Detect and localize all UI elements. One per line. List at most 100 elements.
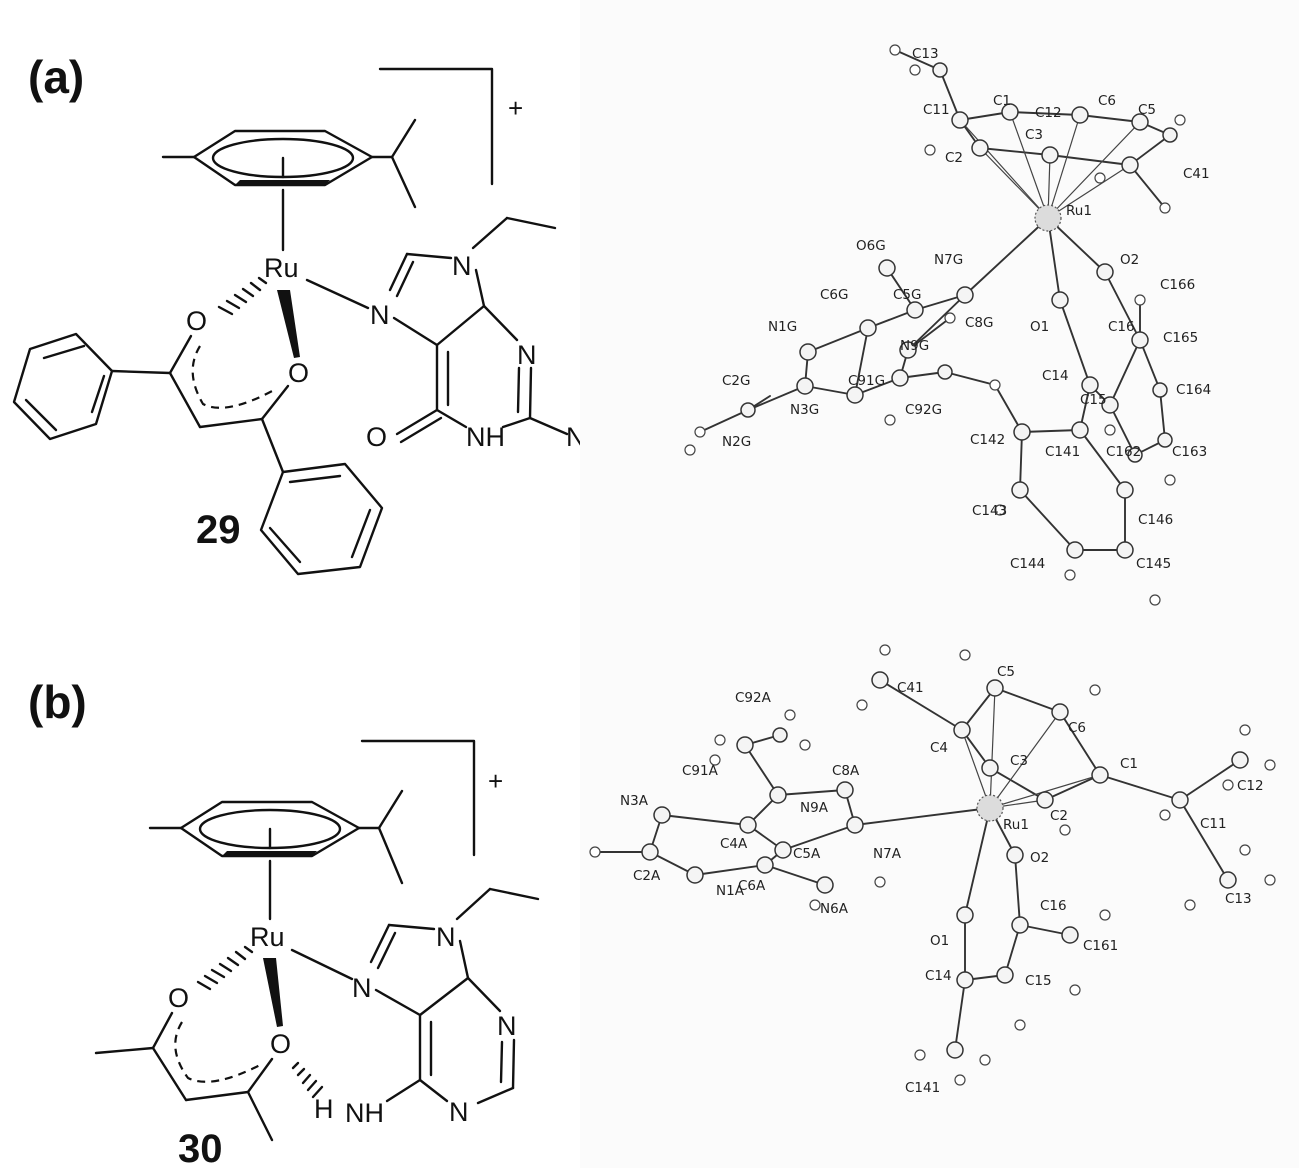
cymene-front-edge-29 — [235, 180, 330, 185]
xa-label: C146 — [1138, 512, 1173, 528]
xa-label: O2 — [1120, 252, 1139, 268]
xa-label: C142 — [970, 432, 1005, 448]
xb-label: Ru1 — [1003, 817, 1029, 833]
xa-label: C13 — [912, 46, 939, 62]
xa-label: N2G — [722, 434, 751, 450]
xb-label: N7A — [873, 846, 902, 862]
xb-label: C161 — [1083, 938, 1118, 954]
n7-label-30: N — [352, 973, 372, 1003]
xa-label: C145 — [1136, 556, 1171, 572]
xb-label: C6A — [738, 878, 766, 894]
ru-atom-a — [1034, 204, 1062, 232]
o2-label-30: O — [270, 1029, 291, 1059]
xa-label: C166 — [1160, 277, 1195, 293]
ru-o-hash-bond-30 — [196, 945, 254, 991]
ru-o-hash-bond-29 — [217, 276, 268, 316]
nh-label-29: NH — [466, 422, 505, 452]
xa-label: C41 — [1183, 166, 1210, 182]
xb-label: N9A — [800, 800, 829, 816]
xb-label: C4A — [720, 836, 748, 852]
xa-label: O1 — [1030, 319, 1049, 335]
xb-label: O2 — [1030, 850, 1049, 866]
xa-label: C165 — [1163, 330, 1198, 346]
xb-label: C11 — [1200, 816, 1227, 832]
xb-label: O1 — [930, 933, 949, 949]
xa-label: C163 — [1172, 444, 1207, 460]
xb-label: C141 — [905, 1080, 940, 1096]
xa-label: C8G — [965, 315, 993, 331]
xa-label: C92G — [905, 402, 942, 418]
crystal-a-label-group: C13 C1 C12 C6 C11 C3 C5 C2 C41 Ru1 O6G N… — [722, 46, 1211, 572]
charge-30: + — [488, 766, 503, 796]
xa-label: C2 — [945, 150, 963, 166]
h-bond-hash-30 — [291, 1061, 324, 1099]
n3-label-30: N — [449, 1097, 469, 1127]
xb-label: C5 — [997, 664, 1015, 680]
n7-label-29: N — [370, 300, 390, 330]
n9-label-30: N — [436, 922, 456, 952]
xb-label: C91A — [682, 763, 719, 779]
xa-label: N3G — [790, 402, 819, 418]
xa-label: C6G — [820, 287, 848, 303]
xa-label: Ru1 — [1066, 203, 1092, 219]
structure-29: + Ru O O — [12, 67, 616, 576]
ru-label-29: Ru — [264, 253, 299, 283]
xb-label: C2A — [633, 868, 661, 884]
crystal-structure-a: C13 C1 C12 C6 C11 C3 C5 C2 C41 Ru1 O6G N… — [580, 0, 1299, 620]
xb-label: C2 — [1050, 808, 1068, 824]
n1-label-30: N — [497, 1011, 517, 1041]
xa-label: O6G — [856, 238, 886, 254]
xb-label: N6A — [820, 901, 849, 917]
xa-label: C14 — [1042, 368, 1069, 384]
xa-label: C5 — [1138, 102, 1156, 118]
xb-label: C1 — [1120, 756, 1138, 772]
xa-label: C1 — [993, 93, 1011, 109]
ru-o-wedge-29 — [277, 290, 300, 358]
crystal-a-background — [580, 0, 1299, 620]
xa-label: C12 — [1035, 105, 1062, 121]
xb-label: C12 — [1237, 778, 1264, 794]
o-carbonyl-label-29: O — [366, 422, 387, 452]
charge-29: + — [508, 93, 523, 123]
guanine-29: N N N NH NH2 O — [366, 216, 616, 459]
xa-label: C91G — [848, 373, 885, 389]
xb-label: C5A — [793, 846, 821, 862]
crystal-structure-b: C41 C5 C92A C4 C6 C3 C1 C12 C91A C8A N3A… — [580, 620, 1299, 1168]
n9-label-29: N — [452, 251, 472, 281]
xa-label: N9G — [900, 338, 929, 354]
xa-label: C3 — [1025, 127, 1043, 143]
nh-label-30: NH — [345, 1098, 384, 1128]
xa-label: C6 — [1098, 93, 1116, 109]
xb-label: C16 — [1040, 898, 1067, 914]
ru-label-30: Ru — [250, 922, 285, 952]
o1-label-29: O — [186, 306, 207, 336]
xb-label: C13 — [1225, 891, 1252, 907]
crystal-b-label-group: C41 C5 C92A C4 C6 C3 C1 C12 C91A C8A N3A… — [620, 664, 1264, 1096]
crystal-b-background — [580, 620, 1299, 1168]
cymene-front-edge-30 — [222, 851, 317, 856]
xa-label: N7G — [934, 252, 963, 268]
phenyl-left-29 — [12, 332, 172, 441]
compound-number-29: 29 — [196, 508, 241, 552]
structure-30: + Ru O O — [94, 739, 540, 1168]
xa-label: N1G — [768, 319, 797, 335]
xa-label: C5G — [893, 287, 921, 303]
xb-label: C8A — [832, 763, 860, 779]
xa-label: C11 — [923, 102, 950, 118]
ru-atom-b — [976, 794, 1004, 822]
xa-label: C162 — [1106, 444, 1141, 460]
phenyl-bottom-29 — [259, 417, 384, 576]
xb-label: N1A — [716, 883, 745, 899]
xb-label: C4 — [930, 740, 948, 756]
xa-label: C144 — [1010, 556, 1045, 572]
xb-label: C14 — [925, 968, 952, 984]
h-label-30: H — [314, 1094, 334, 1124]
xa-label: C143 — [972, 503, 1007, 519]
xb-label: C92A — [735, 690, 772, 706]
xa-label: C164 — [1176, 382, 1211, 398]
o2-label-29: O — [288, 358, 309, 388]
ru-o-wedge-30 — [263, 958, 283, 1027]
xb-label: C3 — [1010, 753, 1028, 769]
xa-label: C141 — [1045, 444, 1080, 460]
